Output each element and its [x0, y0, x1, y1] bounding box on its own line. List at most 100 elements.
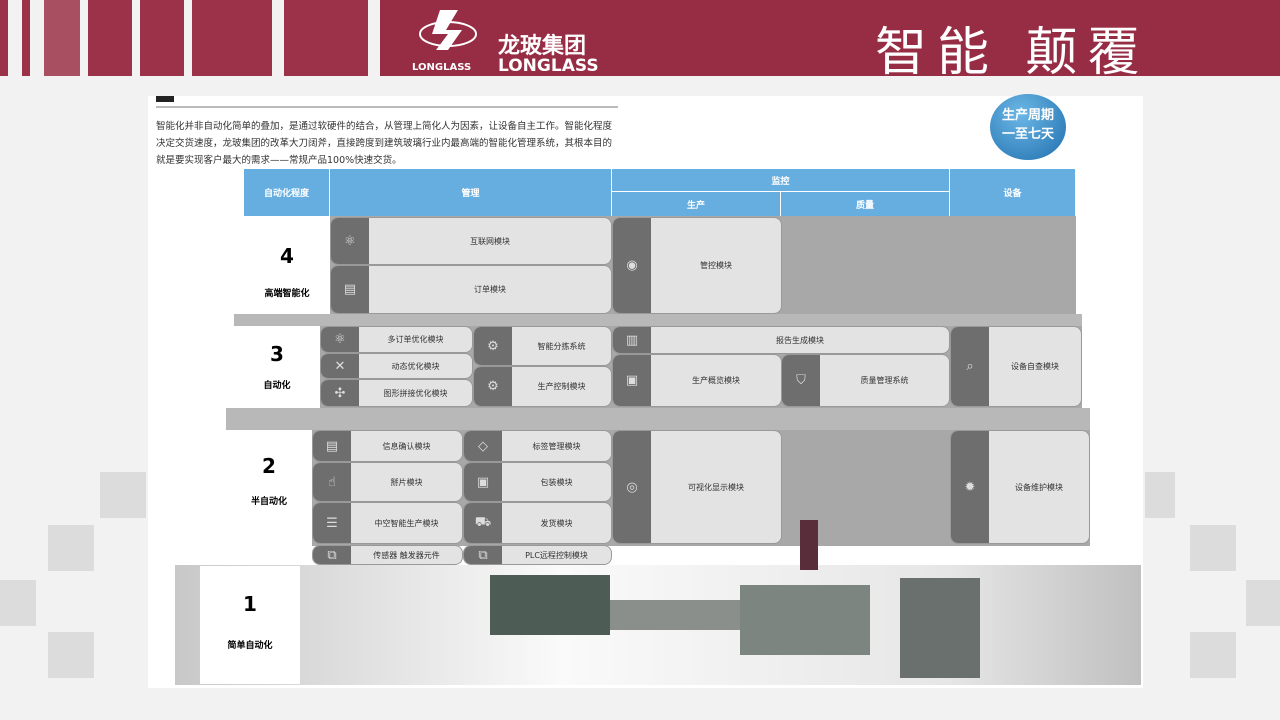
- level-1: 1 简单自动化: [200, 566, 300, 684]
- search-icon: ⌕: [951, 327, 989, 406]
- module-report[interactable]: ▥ 报告生成模块: [612, 326, 950, 354]
- gear-icon: ⚙: [474, 367, 512, 406]
- module-ship[interactable]: ⛟发货模块: [463, 502, 612, 544]
- module-label: 包装模块: [540, 477, 573, 487]
- module-order[interactable]: ▤ 订单模块: [330, 265, 612, 314]
- atom-icon: ⚛: [331, 218, 369, 264]
- module-sheet[interactable]: ☝ 掰片模块: [312, 462, 463, 502]
- level-number: 1: [243, 592, 257, 616]
- level-name: 高端智能化: [264, 289, 310, 299]
- module-graphic[interactable]: ✣图形拼接优化模块: [320, 379, 473, 407]
- module-plc[interactable]: ⧉PLC远程控制模块: [463, 545, 612, 565]
- module-control[interactable]: ◉ 管控模块: [612, 217, 782, 314]
- machine-illustration: [900, 578, 980, 678]
- module-dynamic[interactable]: ✕ 动态优化模块: [320, 353, 473, 379]
- module-quality-system[interactable]: ⛉ 质量管理系统: [781, 354, 950, 407]
- divider: [156, 106, 618, 108]
- level-number: 3: [270, 342, 284, 366]
- module-self-check[interactable]: ⌕ 设备自查模块: [950, 326, 1082, 407]
- save-icon: ▣: [464, 463, 502, 501]
- module-label: 生产概览模块: [692, 376, 740, 385]
- module-label: 设备自查模块: [1011, 362, 1059, 371]
- shield-icon: ⛉: [782, 355, 820, 406]
- clipboard-icon: ▤: [313, 431, 351, 461]
- cycle-badge: 生产周期一至七天: [990, 94, 1066, 160]
- level-name: 自动化: [263, 381, 291, 391]
- stripe: [140, 0, 184, 76]
- atom-icon: ⚛: [321, 327, 359, 352]
- logo-cn: 龙玻集团: [498, 34, 587, 59]
- list-icon: ☰: [313, 503, 351, 543]
- module-multi-order[interactable]: ⚛ 多订单优化模块: [320, 326, 473, 353]
- stripe: [192, 0, 272, 76]
- tag-icon: ◇: [464, 431, 502, 461]
- level-2: 2 半自动化: [226, 430, 312, 546]
- module-label: 可视化显示模块: [688, 482, 744, 492]
- slogan: 智能 颠覆: [875, 23, 1150, 83]
- module-visual[interactable]: ◎ 可视化显示模块: [612, 430, 782, 544]
- module-sensor[interactable]: ⧉ 传感器 触发器元件: [312, 545, 463, 565]
- module-label: 图形拼接优化模块: [383, 388, 448, 398]
- tools-icon: ✕: [321, 354, 359, 378]
- level-3: 3 自动化: [234, 326, 320, 408]
- eye-icon: ◉: [613, 218, 651, 313]
- gear-icon: ⚙: [474, 327, 512, 365]
- badge-line1: 生产周期: [1001, 108, 1054, 123]
- module-overview[interactable]: ▣生产概览模块: [612, 354, 782, 407]
- logo-en-small: LONGLASS: [412, 62, 472, 73]
- module-maintain[interactable]: ✹ 设备维护模块: [950, 430, 1090, 544]
- level-name: 简单自动化: [227, 641, 273, 651]
- module-label[interactable]: ◇ 标签管理模块: [463, 430, 612, 462]
- col-manage: 管理: [330, 169, 612, 216]
- bar-chart-icon: ▥: [613, 327, 651, 353]
- level-name: 半自动化: [250, 497, 287, 507]
- module-label: 互联网模块: [470, 236, 510, 246]
- col-monitor: 监控: [612, 169, 950, 192]
- level-4: 4 高端智能化: [244, 216, 330, 314]
- module-label: 中空智能生产模块: [374, 518, 439, 528]
- machine-illustration: [490, 575, 610, 635]
- logo-mark-icon: [419, 10, 477, 50]
- module-label: 多订单优化模块: [387, 335, 444, 344]
- module-label: 订单模块: [474, 285, 506, 294]
- title-banner: [380, 0, 1280, 76]
- webcam-icon: ◎: [613, 431, 651, 543]
- module-pack[interactable]: ▣ 包装模块: [463, 462, 612, 502]
- module-label: 生产控制模块: [537, 382, 586, 391]
- clipboard-icon: ▤: [331, 266, 369, 313]
- module-label: 质量管理系统: [860, 376, 909, 385]
- hand-icon: ☝: [313, 463, 351, 501]
- company-logo: 龙玻集团 LONGLASS LONGLASS: [410, 6, 620, 76]
- col-level: 自动化程度: [244, 169, 330, 216]
- module-label: 智能分拣系统: [537, 341, 586, 351]
- truck-icon: ⛟: [464, 503, 502, 543]
- col-quality: 质量: [781, 192, 950, 216]
- module-insulating[interactable]: ☰ 中空智能生产模块: [312, 502, 463, 544]
- stripe: [88, 0, 132, 76]
- module-label: 标签管理模块: [532, 441, 581, 451]
- gear-icon: ✹: [951, 431, 989, 543]
- module-prod-control[interactable]: ⚙ 生产控制模块: [473, 366, 612, 407]
- stripe: [44, 0, 80, 76]
- section-marker: [156, 96, 174, 102]
- module-label: 动态优化模块: [391, 361, 440, 371]
- module-label: 报告生成模块: [776, 335, 824, 345]
- stripe: [22, 0, 30, 76]
- module-label: 设备维护模块: [1015, 482, 1063, 492]
- sensor-icon: ⧉: [313, 546, 351, 564]
- module-sorting[interactable]: ⚙ 智能分拣系统: [473, 326, 612, 366]
- module-info-confirm[interactable]: ▤信息确认模块: [312, 430, 463, 462]
- badge-line2: 一至七天: [1001, 127, 1054, 142]
- machine-illustration: [800, 520, 818, 570]
- module-internet[interactable]: ⚛ 互联网模块: [330, 217, 612, 265]
- stripe: [284, 0, 368, 76]
- module-label: 传感器 触发器元件: [373, 550, 440, 560]
- module-label: 管控模块: [700, 261, 732, 270]
- level-number: 4: [280, 244, 294, 268]
- machine-illustration: [610, 600, 750, 630]
- intro-text: 智能化并非自动化简单的叠加，是通过软硬件的结合，从管理上简化人为因素，让设备自主…: [156, 121, 613, 166]
- module-label: 掰片模块: [390, 477, 423, 487]
- plc-icon: ⧉: [464, 546, 502, 564]
- machine-illustration: [740, 585, 870, 655]
- level-number: 2: [262, 454, 276, 478]
